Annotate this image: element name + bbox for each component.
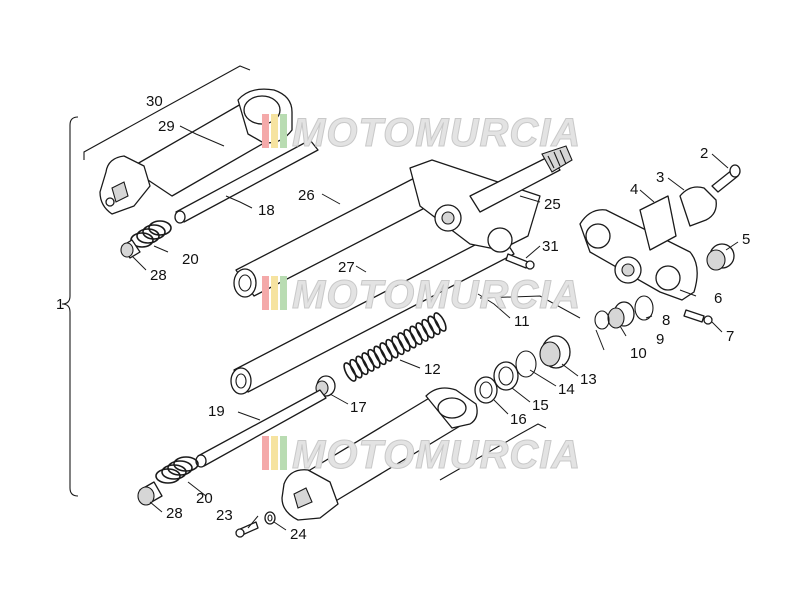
spring-12-coil [361,352,375,372]
bolt-31 [505,253,535,270]
callout-25: 25 [544,196,561,213]
spring-12-coil [355,355,369,376]
group-lower-bracket [439,423,547,481]
callout-9: 9 [656,331,664,348]
callout-11: 11 [514,313,530,330]
callout-7: 7 [726,328,734,345]
callout-16: 16 [510,411,527,428]
callout-18: 18 [258,202,275,219]
callout-2: 2 [700,145,708,162]
callout-10: 10 [630,345,647,362]
bolt-2 [711,164,741,193]
group-1-brace [61,116,79,497]
svg-text:MOTOMURCIA: MOTOMURCIA [292,111,581,155]
spring-12-coil [349,358,363,379]
spring-12-coil [403,328,417,349]
bracket-4 [639,195,677,251]
upper-clamp-6 [579,209,698,301]
spring-12-coil [373,345,387,366]
washer-24 [264,511,276,525]
spring-12-coil [415,322,429,342]
spring-12-coil [343,362,357,382]
ring-10 [594,310,610,330]
ring-14 [515,350,537,378]
callout-27: 27 [338,259,355,276]
callout-23: 23 [216,507,233,524]
callout-14: 14 [558,381,575,398]
seal-16 [474,376,498,404]
spring-12-coil [385,338,399,359]
circlip-8 [634,295,654,321]
spring-20-upper [130,220,172,248]
bushing-9 [607,301,635,329]
spring-12-coil [391,335,405,356]
callout-6: 6 [714,290,722,307]
spring-12-coil [421,318,435,339]
damper-rod-18 [174,139,319,224]
callout-13: 13 [580,371,597,388]
seal-13 [539,335,571,369]
fork-leg-lower-left [281,387,478,521]
spring-20-lower [155,456,199,484]
callout-8: 8 [662,312,670,329]
steering-stem-25 [409,145,573,253]
watermark-top: MOTOMURCIA [262,111,581,156]
cap-28-lower [137,481,163,506]
spring-12-coil [427,315,441,336]
callout-30: 30 [146,93,163,110]
spring-12-coil [409,325,423,346]
callout-3: 3 [656,169,664,186]
callout-4: 4 [630,181,638,198]
spring-12-coil [367,348,381,369]
watermark-bottom: MOTOMURCIA [262,433,581,478]
callout-5: 5 [742,231,750,248]
stanchion-tube-27 [230,231,515,395]
group-30-bracket [83,65,251,160]
leader-lines [131,125,739,531]
callout-28-upper: 28 [150,267,167,284]
bolt-23 [235,521,259,538]
spring-12-coil [433,312,447,332]
fork-spring-12 [343,312,447,382]
callout-12: 12 [424,361,441,378]
callout-19: 19 [208,403,225,420]
callout-26: 26 [298,187,315,204]
clamp-3 [679,186,717,227]
bolt-7 [683,309,713,325]
callout-17: 17 [350,399,367,416]
callout-1: 1 [56,296,64,313]
svg-text:MOTOMURCIA: MOTOMURCIA [292,433,581,477]
cap-28-upper [120,239,141,259]
fork-leg-upper-left [99,88,293,215]
callout-20-upper: 20 [182,251,199,268]
callout-29: 29 [158,118,175,135]
callout-31: 31 [542,238,559,255]
callout-28-lower: 28 [166,505,183,522]
callout-15: 15 [532,397,549,414]
watermark-middle: MOTOMURCIA [262,273,581,318]
svg-text:MOTOMURCIA: MOTOMURCIA [292,273,581,317]
spring-12-coil [397,332,411,352]
callout-24: 24 [290,526,307,543]
callout-20-lower: 20 [196,490,213,507]
spring-12-coil [379,342,393,362]
bushing-5 [706,243,735,271]
callout-labels: 1 2 3 4 5 6 7 8 9 10 11 12 13 14 15 16 1… [56,93,750,543]
washer-15 [493,361,519,391]
